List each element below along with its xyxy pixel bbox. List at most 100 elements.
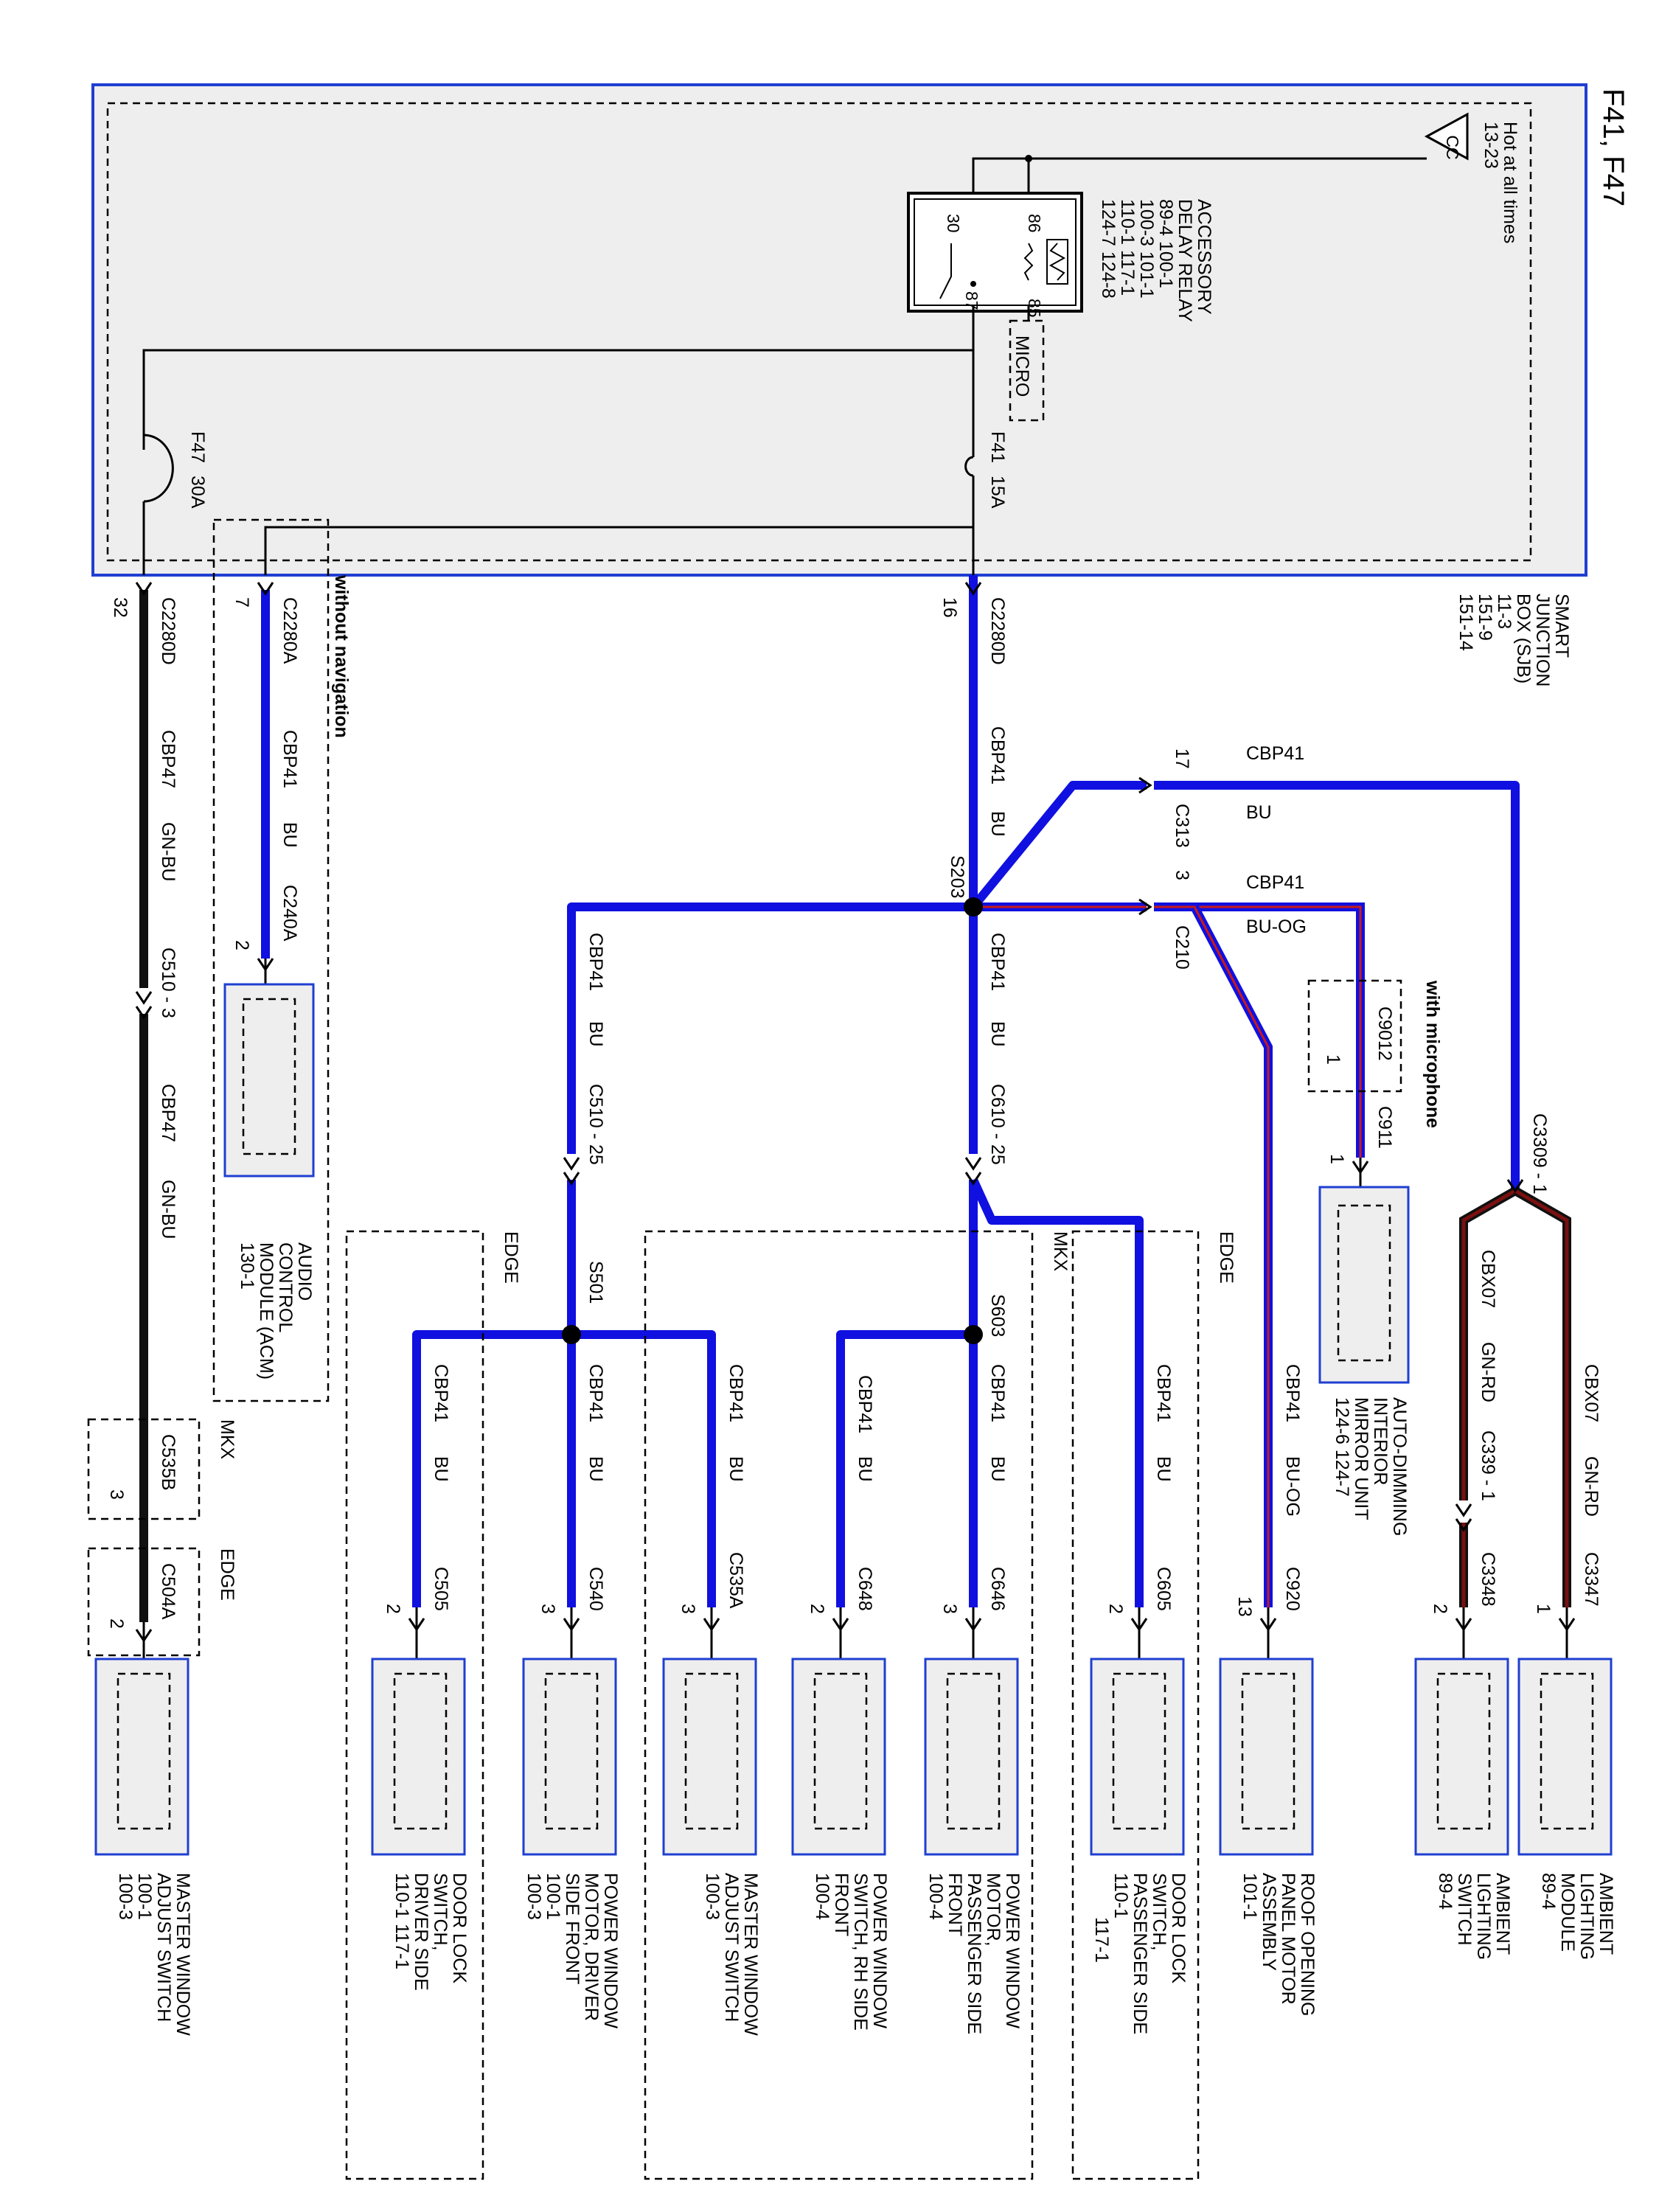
svg-text:C9012: C9012: [1374, 1006, 1395, 1061]
svg-text:BU: BU: [585, 1456, 606, 1482]
svg-text:ADJUST SWITCH: ADJUST SWITCH: [721, 1873, 742, 2022]
svg-text:CBP41: CBP41: [1282, 1364, 1303, 1422]
svg-text:CBX07: CBX07: [1581, 1364, 1601, 1422]
micro-label: MICRO: [1012, 335, 1032, 397]
svg-text:101-1: 101-1: [1239, 1873, 1260, 1920]
svg-text:130-1: 130-1: [237, 1242, 257, 1290]
without-navigation-box: [212, 518, 330, 1402]
svg-text:C2280D: C2280D: [158, 597, 178, 665]
svg-text:110-1: 110-1: [1110, 1873, 1131, 1919]
svg-text:16: 16: [939, 597, 960, 618]
hot-text: Hot at all times: [1500, 122, 1520, 243]
svg-text:151-14: 151-14: [1455, 594, 1476, 651]
svg-text:CBP41: CBP41: [987, 933, 1008, 991]
svg-text:89-4: 89-4: [1538, 1873, 1559, 1910]
svg-text:ASSEMBLY: ASSEMBLY: [1259, 1873, 1279, 1971]
svg-text:SIDE FRONT: SIDE FRONT: [562, 1873, 582, 1984]
svg-text:C504A: C504A: [158, 1563, 178, 1620]
svg-text:C510 - 3: C510 - 3: [158, 947, 178, 1018]
svg-text:PANEL MOTOR: PANEL MOTOR: [1278, 1873, 1298, 2005]
svg-text:AMBIENT: AMBIENT: [1596, 1873, 1616, 1955]
relay-pin-87: 87: [962, 291, 981, 310]
acm-label: AUDIO CONTROL MODULE (ACM) 130-1: [237, 1242, 315, 1380]
svg-text:AUTO-DIMMING: AUTO-DIMMING: [1389, 1397, 1410, 1536]
wire-cbx07-module: [1513, 1186, 1571, 1607]
svg-text:BU-OG: BU-OG: [1246, 917, 1307, 937]
svg-text:GN-BU: GN-BU: [158, 1180, 178, 1239]
wire-to-c505-driver: [412, 1330, 571, 1607]
wire-to-c605-passenger: [969, 1178, 1144, 1607]
svg-text:CBP41: CBP41: [726, 1364, 746, 1422]
svg-text:AUDIO: AUDIO: [294, 1242, 315, 1301]
svg-text:C2280A: C2280A: [279, 597, 300, 664]
svg-text:MODULE (ACM): MODULE (ACM): [256, 1242, 276, 1380]
svg-text:2: 2: [1105, 1604, 1126, 1614]
svg-text:MASTER WINDOW: MASTER WINDOW: [740, 1873, 761, 2036]
svg-text:C540: C540: [585, 1567, 606, 1611]
s203-label: S203: [947, 855, 967, 898]
svg-text:3: 3: [106, 1489, 127, 1500]
svg-text:LIGHTING: LIGHTING: [1576, 1873, 1597, 1960]
svg-text:CBP41: CBP41: [1153, 1364, 1174, 1422]
svg-text:1: 1: [1323, 1054, 1343, 1065]
svg-text:100-1: 100-1: [134, 1873, 155, 1920]
svg-text:DOOR LOCK: DOOR LOCK: [1168, 1873, 1189, 1983]
fuse-f41-rating: 15A: [987, 476, 1008, 509]
svg-text:MOTOR, DRIVER: MOTOR, DRIVER: [581, 1873, 602, 2021]
door-lock-driver-label: DOOR LOCK SWITCH, DRIVER SIDE 110-1 117-…: [392, 1873, 470, 1991]
svg-text:BOX (SJB): BOX (SJB): [1513, 594, 1534, 684]
svg-text:110-1 117-1: 110-1 117-1: [1117, 199, 1138, 296]
svg-text:117-1: 117-1: [1091, 1917, 1112, 1963]
wire-labels: C2280D 16 CBP41 BU S203 CBP41 BU C610 - …: [110, 597, 1601, 1617]
page-title-group: F41, F47: [1597, 88, 1630, 206]
edge-box-passenger: [1071, 1230, 1200, 2180]
svg-text:C210: C210: [1172, 925, 1192, 970]
svg-text:2: 2: [1430, 1604, 1450, 1614]
svg-text:FRONT: FRONT: [831, 1873, 852, 1936]
mkx-box-center: [644, 1230, 1034, 2180]
svg-text:C339 - 1: C339 - 1: [1478, 1430, 1498, 1501]
svg-text:GN-RD: GN-RD: [1581, 1456, 1601, 1517]
amb-switch-label: AMBIENT LIGHTING SWITCH 89-4: [1435, 1873, 1513, 1960]
with-microphone-label: with microphone: [1422, 980, 1443, 1128]
svg-text:POWER WINDOW: POWER WINDOW: [1002, 1873, 1023, 2028]
svg-text:CBP41: CBP41: [431, 1364, 451, 1422]
svg-text:CBP41: CBP41: [1246, 743, 1304, 764]
svg-text:SWITCH: SWITCH: [1454, 1873, 1475, 1946]
svg-text:C535A: C535A: [726, 1552, 746, 1609]
svg-text:MIRROR UNIT: MIRROR UNIT: [1351, 1397, 1371, 1520]
power-source-symbol: CC: [1443, 135, 1462, 159]
svg-text:BU: BU: [987, 1021, 1008, 1047]
svg-text:3: 3: [678, 1604, 698, 1614]
svg-text:3: 3: [1172, 870, 1192, 880]
svg-text:BU: BU: [987, 1456, 1008, 1482]
svg-text:C920: C920: [1282, 1567, 1303, 1611]
svg-text:17: 17: [1172, 748, 1192, 769]
svg-text:JUNCTION: JUNCTION: [1532, 594, 1553, 686]
svg-text:100-3: 100-3: [524, 1873, 544, 1920]
svg-text:2: 2: [232, 940, 252, 950]
fuse-f47-icon: [143, 434, 174, 503]
relay-pin-30: 30: [944, 214, 963, 233]
svg-text:BU: BU: [987, 811, 1008, 837]
svg-text:INTERIOR: INTERIOR: [1370, 1397, 1391, 1485]
svg-text:100-3: 100-3: [115, 1873, 136, 1920]
fuse-f47-label: F47: [187, 431, 208, 463]
svg-text:100-4: 100-4: [812, 1873, 832, 1920]
svg-text:CBP41: CBP41: [987, 1364, 1008, 1422]
master-switch-mid-label: MASTER WINDOW ADJUST SWITCH 100-3: [702, 1873, 761, 2036]
svg-text:CBP47: CBP47: [158, 730, 178, 788]
relay-label: ACCESSORY DELAY RELAY 89-4 100-1 100-3 1…: [1098, 199, 1214, 322]
relay-switch-icon: [939, 243, 952, 299]
svg-text:100-3: 100-3: [702, 1873, 723, 1920]
relay-pin-86: 86: [1025, 214, 1044, 233]
svg-text:SWITCH, RH SIDE: SWITCH, RH SIDE: [850, 1873, 871, 2031]
svg-text:100-3 101-1: 100-3 101-1: [1136, 199, 1157, 299]
svg-text:AMBIENT: AMBIENT: [1492, 1873, 1513, 1955]
svg-text:1: 1: [1533, 1604, 1554, 1614]
amb-module-label: AMBIENT LIGHTING MODULE 89-4: [1538, 1873, 1616, 1960]
fuse-f47-rating: 30A: [187, 476, 208, 509]
svg-text:13: 13: [1234, 1596, 1255, 1617]
svg-text:11-3: 11-3: [1494, 594, 1514, 629]
